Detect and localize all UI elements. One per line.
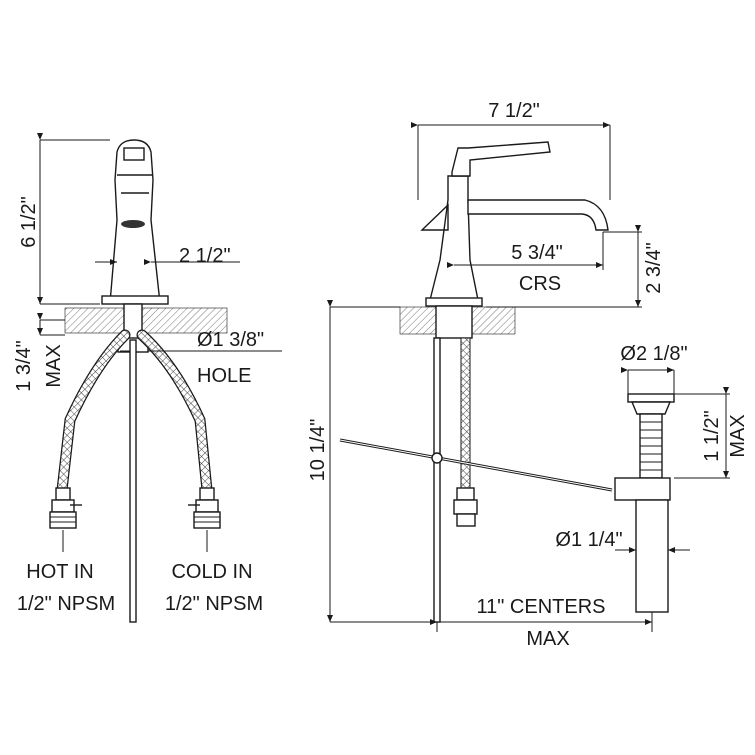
- front-deck: [64, 307, 228, 334]
- dim-tailpiece-diameter: Ø1 1/4": [555, 529, 622, 551]
- dim-spout-width: 2 1/2": [179, 245, 231, 267]
- dim-hole-label: HOLE: [197, 365, 251, 387]
- label-hot-thread: 1/2" NPSM: [17, 593, 115, 615]
- aerator: [121, 220, 145, 228]
- dim-spout-reach: 7 1/2": [488, 100, 540, 122]
- dim-deck-thickness-max: MAX: [43, 344, 65, 387]
- dim-spout-height: 2 3/4": [643, 242, 665, 294]
- front-base-ring: [101, 295, 169, 305]
- dim-drain-flange: 1 1/2": [701, 410, 723, 462]
- drain-assembly: [614, 393, 675, 613]
- label-cold-thread: 1/2" NPSM: [165, 593, 263, 615]
- front-lift-rod: [129, 339, 137, 623]
- label-hot-in: HOT IN: [26, 561, 93, 583]
- side-view: [327, 122, 730, 632]
- dim-centers-max: MAX: [526, 628, 569, 650]
- front-view: [37, 133, 282, 623]
- side-faucet-body: [429, 175, 479, 301]
- side-supply-hose: [460, 337, 471, 489]
- cold-supply-hose: [137, 330, 212, 495]
- dim-height-overall: 6 1/2": [18, 196, 40, 248]
- drain-tailpiece: [635, 499, 669, 613]
- side-base-ring: [425, 297, 483, 307]
- dim-spout-center-label: CRS: [519, 273, 561, 295]
- dim-drain-top-diameter: Ø2 1/8": [620, 343, 687, 365]
- hot-fitting: [49, 487, 82, 529]
- side-handle: [451, 141, 551, 177]
- cold-fitting: [188, 487, 221, 529]
- dim-drain-flange-max: MAX: [727, 414, 749, 457]
- dim-supply-length: 10 1/4": [307, 419, 329, 482]
- label-cold-in: COLD IN: [171, 561, 252, 583]
- side-spout: [467, 199, 609, 231]
- side-lift-rod: [433, 337, 441, 623]
- hot-supply-hose: [57, 330, 130, 495]
- dim-deck-thickness: 1 3/4": [13, 340, 35, 392]
- dim-hole-diameter: Ø1 3/8": [197, 329, 264, 351]
- dim-centers: 11" CENTERS: [477, 596, 606, 618]
- dim-spout-center: 5 3/4": [511, 242, 563, 264]
